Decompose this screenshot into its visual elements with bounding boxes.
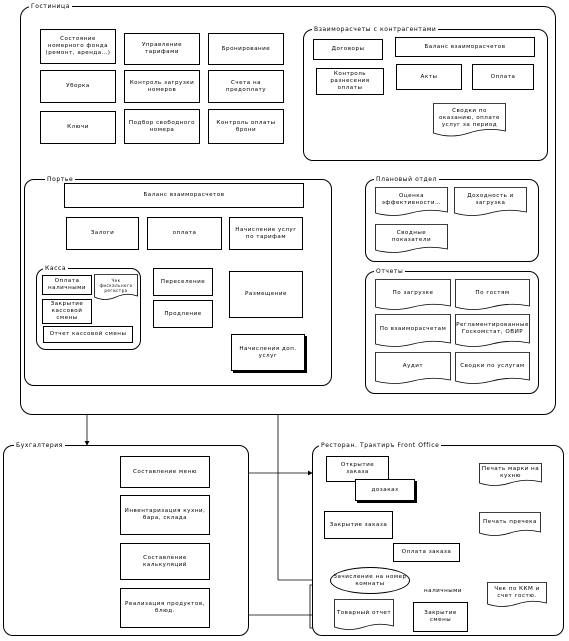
by-load-doc[interactable]: По загрузке	[375, 279, 451, 311]
shift-report-box[interactable]: Отчет кассовой смены	[43, 326, 133, 343]
goods-report-doc[interactable]: Товарный отчет	[334, 599, 394, 631]
fiscal-receipt-doc[interactable]: Чек фискального регистра	[94, 274, 138, 301]
free-room-search-box[interactable]: Подбор свободного номера	[124, 109, 200, 144]
room-load-control-box[interactable]: Контроль загрузки номеров	[124, 70, 200, 103]
prepayment-invoices-box[interactable]: Счета на предоплату	[208, 70, 284, 103]
booking-box[interactable]: Бронирование	[208, 33, 284, 65]
planning-title: Плановый отдел	[374, 176, 439, 183]
keys-box[interactable]: Ключи	[40, 111, 116, 144]
porter-title: Портье	[45, 176, 76, 183]
accounting-title: Бухгалтерия	[14, 442, 65, 449]
open-order-box[interactable]: Открытие заказа	[326, 456, 389, 482]
kkm-receipt-doc[interactable]: Чек по ККМ и счет гостю.	[487, 582, 547, 608]
audit-doc[interactable]: Аудит	[375, 352, 451, 385]
extension-box[interactable]: Переселение	[153, 268, 213, 296]
services-summary-label: Сводки по оказанию, оплате услуг за пери…	[439, 107, 500, 128]
by-settlements-doc[interactable]: По взаиморасчетам	[375, 314, 451, 348]
settlements-title: Взаиморасчеты с контрагентами	[312, 26, 439, 33]
efficiency-doc[interactable]: Оценка эффективности…	[375, 187, 448, 217]
services-report-doc[interactable]: Сводки по услугам	[455, 352, 530, 385]
deposits-box[interactable]: Залоги	[66, 217, 139, 250]
print-bill-doc[interactable]: Печать пречека	[479, 512, 541, 537]
extra-services-box[interactable]: Начисления доп. услуг	[231, 334, 305, 371]
payment-allocation-box[interactable]: Контроль разнесения оплаты	[316, 68, 384, 95]
menu-box[interactable]: Составление меню	[120, 456, 210, 488]
print-bill-label: Печать пречека	[483, 519, 537, 525]
calculation-box[interactable]: Составление калькуляций	[120, 543, 210, 580]
summary-indicators-label: Сводные показатели	[391, 230, 432, 243]
fiscal-receipt-label: Чек фискального регистра	[99, 278, 133, 293]
kkm-receipt-label: Чек по ККМ и счет гостю.	[494, 586, 540, 599]
income-load-doc[interactable]: Доходность и загрузка	[454, 187, 527, 217]
placement-box[interactable]: Размещение	[229, 271, 303, 318]
regulated-reports-label: Регламентированные Госкомстат, ОВИР	[456, 322, 529, 335]
audit-label: Аудит	[402, 363, 424, 369]
reports-title: Отчеты	[374, 268, 406, 275]
prolongation-box[interactable]: Продление	[153, 300, 213, 328]
goods-report-label: Товарный отчет	[336, 609, 392, 616]
services-report-label: Сводки по услугам	[460, 363, 525, 369]
porter-balance-box[interactable]: Баланс взаиморасчетов	[64, 183, 304, 208]
by-load-label: По загрузке	[392, 289, 434, 296]
regulated-reports-doc[interactable]: Регламентированные Госкомстат, ОВИР	[455, 314, 530, 348]
additional-order-box[interactable]: дозаказ	[355, 479, 415, 501]
cash-payment-box[interactable]: Оплата наличными	[42, 275, 92, 295]
restaurant-shift-close-box[interactable]: Закрытие смены	[413, 602, 468, 632]
sales-box[interactable]: Реализация продуктов, блюд.	[120, 588, 210, 628]
summary-indicators-doc[interactable]: Сводные показатели	[375, 224, 448, 254]
by-settlements-label: По взаиморасчетам	[379, 325, 447, 332]
close-order-box[interactable]: Закрытие заказа	[324, 511, 393, 539]
room-state-box[interactable]: Состояние номерного фонда (ремонт, аренд…	[40, 29, 116, 64]
order-payment-box[interactable]: Оплата заказа	[393, 543, 460, 562]
shift-close-box[interactable]: Закрытие кассовой смены	[42, 299, 92, 324]
by-guests-doc[interactable]: По гостям	[455, 279, 530, 311]
tariff-charges-box[interactable]: Начисление услуг по тарифам	[229, 217, 303, 250]
restaurant-title: Ресторан. Трактиръ Front Office	[319, 442, 442, 449]
kassa-title: Касса	[43, 265, 69, 272]
acts-box[interactable]: Акты	[396, 64, 462, 90]
print-kitchen-label: Печать марки на кухню	[481, 466, 540, 479]
services-summary-doc[interactable]: Сводки по оказанию, оплате услуг за пери…	[433, 103, 506, 137]
income-load-label: Доходность и загрузка	[467, 193, 514, 206]
cleaning-box[interactable]: Уборка	[40, 70, 116, 103]
contracts-box[interactable]: Договоры	[313, 39, 383, 60]
cash-label: наличными	[424, 588, 463, 594]
efficiency-label: Оценка эффективности…	[381, 193, 442, 206]
by-guests-label: По гостям	[475, 289, 510, 296]
porter-payment-box[interactable]: оплата	[147, 217, 222, 250]
settlements-payment-box[interactable]: Оплата	[472, 64, 534, 90]
hotel-title: Гостиница	[29, 3, 73, 10]
settlements-balance-box[interactable]: Баланс взаиморасчетов	[395, 37, 535, 57]
room-payment-oval[interactable]: Зачисление на номер комнаты	[330, 567, 410, 594]
booking-payment-control-box[interactable]: Контроль оплаты брони	[208, 109, 284, 144]
print-kitchen-doc[interactable]: Печать марки на кухню	[479, 463, 542, 487]
inventory-box[interactable]: Инвентаризация кухни, бара, склада	[120, 495, 210, 535]
tariff-management-box[interactable]: Управление тарифами	[124, 33, 200, 65]
